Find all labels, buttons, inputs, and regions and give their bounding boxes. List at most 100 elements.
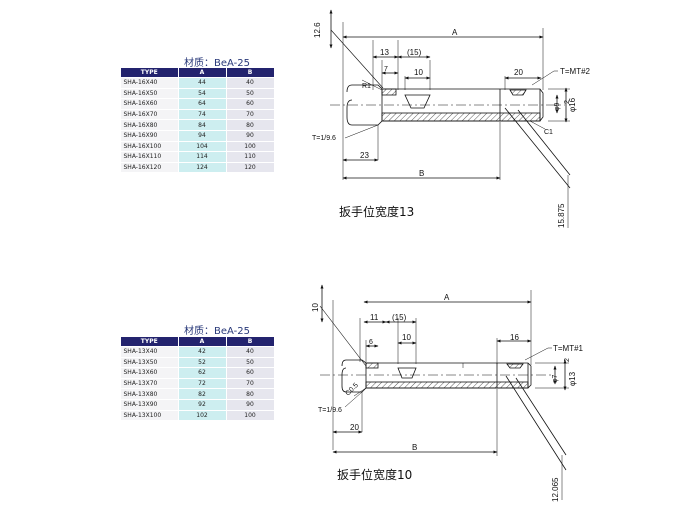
dim-c1-top: C1	[544, 129, 553, 136]
table-header-row: TYPE A B	[120, 336, 275, 347]
cell-type: SHA-16X60	[120, 98, 179, 110]
cell-a: 54	[178, 88, 227, 100]
cell-type: SHA-16X110	[120, 151, 179, 163]
dim-7-top: 7	[384, 66, 388, 73]
cell-type: SHA-16X120	[120, 162, 179, 174]
cell-type: SHA-13X50	[120, 357, 179, 369]
dim-width-bottom: 12.065	[551, 477, 560, 502]
cell-a: 42	[178, 346, 227, 358]
cell-b: 60	[226, 367, 275, 379]
dim-height-top: 12.6	[313, 22, 322, 38]
cell-type: SHA-13X100	[120, 410, 179, 422]
dim-phi16-top: φ16	[568, 97, 577, 112]
dim-15-bottom: (15)	[392, 313, 407, 322]
dim-phi13-bottom: φ13	[568, 371, 577, 386]
pin-drawing-bottom	[319, 284, 569, 500]
dim-a-top: A	[452, 28, 458, 37]
cell-a: 102	[178, 410, 227, 422]
cell-a: 92	[178, 399, 227, 411]
cell-b: 100	[226, 410, 275, 422]
cell-type: SHA-16X40	[120, 77, 179, 89]
cell-type: SHA-13X80	[120, 388, 179, 400]
cell-b: 80	[226, 119, 275, 131]
pin-dimensions-bottom: 10 A 11 (15) 6 10 16 T=MT#1 C0.5 φ7 φ13 …	[311, 293, 584, 502]
cell-type: SHA-16X80	[120, 119, 179, 131]
cell-b: 60	[226, 98, 275, 110]
cell-b: 90	[226, 130, 275, 142]
cell-a: 64	[178, 98, 227, 110]
dim-taper-bottom: T=1/9.6	[318, 407, 342, 414]
cell-type: SHA-13X40	[120, 346, 179, 358]
cell-b: 50	[226, 357, 275, 369]
cell-b: 120	[226, 162, 275, 174]
cell-b: 40	[226, 346, 275, 358]
mark-2-top: 2	[564, 100, 571, 104]
dim-11-bottom: 11	[370, 313, 379, 322]
cell-type: SHA-16X50	[120, 88, 179, 100]
wrench-width-caption-top: 扳手位宽度13	[339, 205, 415, 219]
cell-a: 94	[178, 130, 227, 142]
cell-a: 74	[178, 109, 227, 121]
pin-dimensions-top: 12.6 A 13 7 (15) 10 20 T=MT#2 R1 φ9 φ16 …	[312, 22, 591, 228]
dim-phi9-top: φ9	[554, 102, 561, 111]
cell-type: SHA-16X70	[120, 109, 179, 121]
dim-a-bottom: A	[444, 293, 450, 302]
cell-b: 80	[226, 388, 275, 400]
column-header-b: B	[225, 336, 275, 347]
cell-type: SHA-16X90	[120, 130, 179, 142]
cell-type: SHA-13X90	[120, 399, 179, 411]
dim-height-bottom: 10	[311, 303, 320, 312]
cell-type: SHA-13X60	[120, 367, 179, 379]
cell-a: 52	[178, 357, 227, 369]
dim-13-top: 13	[380, 48, 389, 57]
cell-a: 62	[178, 367, 227, 379]
cell-b: 70	[226, 109, 275, 121]
dim-10-top: 10	[414, 68, 423, 77]
dim-taper-top: T=1/9.6	[312, 135, 336, 142]
cell-a: 104	[178, 141, 227, 153]
cell-b: 70	[226, 378, 275, 390]
cell-a: 114	[178, 151, 227, 163]
material-label-bottom: 材质：BeA-25	[184, 326, 250, 337]
cell-b: 50	[226, 88, 275, 100]
dim-c05-bottom: C0.5	[344, 382, 359, 397]
dim-10-bottom: 10	[402, 333, 411, 342]
dim-thread-top: T=MT#2	[560, 67, 591, 76]
dim-width-top: 15.875	[557, 203, 566, 228]
dim-b-top: B	[419, 169, 424, 178]
table-header-row: TYPE A B	[120, 67, 275, 78]
wrench-width-caption-bottom: 扳手位宽度10	[337, 468, 413, 482]
dim-16-bottom: 16	[510, 333, 519, 342]
mark-2-bottom: 2	[564, 358, 571, 362]
dim-r1-top: R1	[362, 83, 371, 90]
cell-b: 40	[226, 77, 275, 89]
cell-b: 110	[226, 151, 275, 163]
cell-type: SHA-16X100	[120, 141, 179, 153]
cell-b: 100	[226, 141, 275, 153]
cell-a: 84	[178, 119, 227, 131]
dim-6-bottom: 6	[369, 339, 373, 346]
cell-b: 90	[226, 399, 275, 411]
dim-20-top: 20	[514, 68, 523, 77]
cell-type: SHA-13X70	[120, 378, 179, 390]
dim-20-bottom: 20	[350, 423, 359, 432]
cell-a: 72	[178, 378, 227, 390]
dim-15-top: (15)	[407, 48, 422, 57]
cell-a: 44	[178, 77, 227, 89]
